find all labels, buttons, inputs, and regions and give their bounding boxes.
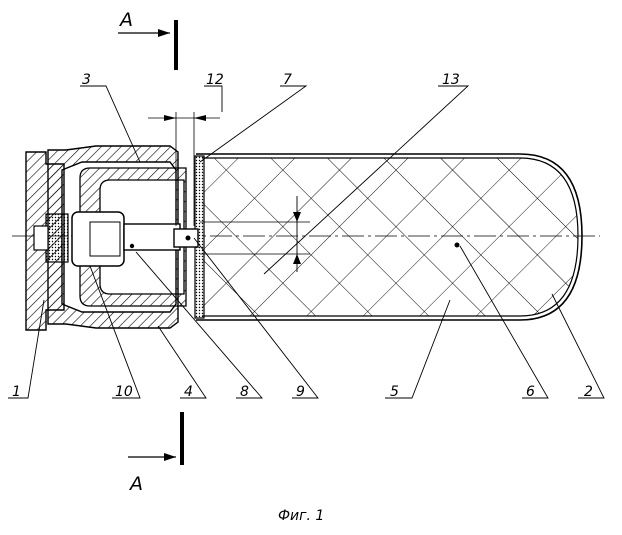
label-3: 3 bbox=[82, 72, 91, 88]
section-marker-bottom: A bbox=[128, 412, 182, 495]
label-9: 9 bbox=[296, 384, 305, 400]
label-1: 1 bbox=[12, 384, 21, 400]
label-10: 10 bbox=[115, 384, 133, 400]
point-8 bbox=[130, 244, 134, 248]
label-12: 12 bbox=[206, 72, 224, 88]
label-8: 8 bbox=[240, 384, 249, 400]
label-7: 7 bbox=[283, 72, 292, 88]
primer-stem bbox=[34, 226, 48, 250]
label-2: 2 bbox=[584, 384, 593, 400]
main-body bbox=[196, 154, 582, 320]
figure-caption: Фиг. 1 bbox=[278, 508, 324, 524]
fuse-8 bbox=[72, 212, 198, 266]
section-label-bottom: A bbox=[128, 473, 143, 495]
section-marker-top: A bbox=[118, 9, 176, 70]
label-4: 4 bbox=[184, 384, 193, 400]
section-label-top: A bbox=[118, 9, 133, 31]
primer-10 bbox=[46, 214, 68, 262]
label-5: 5 bbox=[390, 384, 399, 400]
label-13: 13 bbox=[442, 72, 460, 88]
label-6: 6 bbox=[526, 384, 535, 400]
point-6 bbox=[455, 243, 460, 248]
